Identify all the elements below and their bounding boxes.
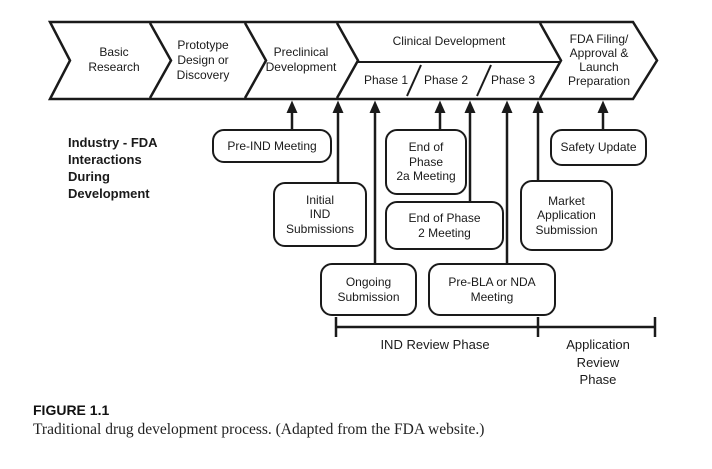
segment-preclinical-development: Preclinical Development — [265, 45, 337, 74]
figure-caption-heading: FIGURE 1.1 — [33, 402, 110, 418]
divider-basic-prototype — [148, 22, 173, 99]
process-band-outline — [47, 20, 659, 101]
arrowhead-end-of-phase-2a — [434, 100, 446, 113]
divider-clinical-fda — [538, 22, 563, 99]
segment-phase-2: Phase 2 — [423, 73, 469, 87]
divider-phase2-phase3 — [476, 64, 492, 97]
figure-caption-text: Traditional drug development process. (A… — [33, 421, 485, 438]
industry-fda-interactions-label: Industry - FDA Interactions During Devel… — [68, 135, 158, 201]
arrowhead-initial-ind — [332, 100, 344, 113]
application-review-phase-label: Application Review Phase — [566, 337, 630, 387]
callout-pre-bla-or-nda-meeting: Pre-BLA or NDA Meeting — [428, 263, 556, 316]
segment-phase-1: Phase 1 — [363, 73, 409, 87]
segment-prototype-design: Prototype Design or Discovery — [176, 38, 230, 82]
arrowhead-end-of-phase-2 — [464, 100, 476, 113]
arrowhead-safety-update — [597, 100, 609, 113]
callout-market-application-submission: Market Application Submission — [520, 180, 613, 251]
callout-end-of-phase-2a-meeting: End of Phase 2a Meeting — [385, 129, 467, 195]
arrowhead-pre-ind — [286, 100, 298, 113]
segment-clinical-development: Clinical Development — [392, 34, 506, 48]
divider-prototype-preclinical — [243, 22, 268, 99]
review-timeline — [334, 317, 657, 337]
callout-end-of-phase-2-meeting: End of Phase 2 Meeting — [385, 201, 504, 250]
ind-review-phase-label: IND Review Phase — [380, 337, 490, 352]
segment-phase-3: Phase 3 — [490, 73, 536, 87]
arrowhead-market-application — [532, 100, 544, 113]
arrowhead-ongoing-submission — [369, 100, 381, 113]
arrowhead-pre-bla — [501, 100, 513, 113]
interaction-arrows — [290, 111, 605, 264]
divider-preclinical-clinical — [335, 22, 360, 99]
callout-safety-update: Safety Update — [550, 129, 647, 166]
segment-basic-research: Basic Research — [88, 45, 140, 74]
divider-phase1-phase2 — [406, 64, 422, 97]
segment-fda-filing: FDA Filing/ Approval & Launch Preparatio… — [567, 32, 631, 88]
callout-initial-ind-submissions: Initial IND Submissions — [273, 182, 367, 247]
callout-ongoing-submission: Ongoing Submission — [320, 263, 417, 316]
callout-pre-ind-meeting: Pre-IND Meeting — [212, 129, 332, 163]
interaction-arrowheads — [286, 100, 609, 113]
